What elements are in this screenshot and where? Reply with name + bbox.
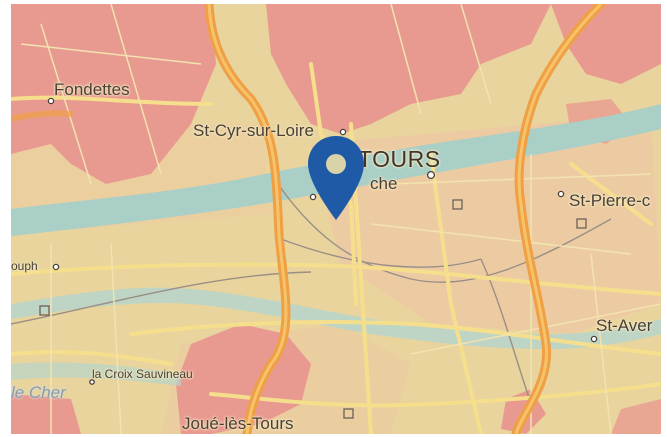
highway-centerlines [207,4,603,434]
place-label-st-pierre: St-Pierre-c [569,191,651,210]
place-label-st-genouph: ouph [11,259,38,273]
map-canvas [11,4,661,434]
place-label-tours: TOURS [358,146,441,172]
place-label-la-croix-sauvineau: la Croix Sauvineau [92,367,193,381]
station-markers [39,199,587,419]
water-label-le-cher: le Cher [11,383,66,402]
place-dots [47,97,598,385]
map-view[interactable]: Fondettes St-Cyr-sur-Loire TOURS che St-… [11,4,661,434]
place-label-joue-les-tours: Joué-lès-Tours [182,414,294,433]
railways [11,173,612,405]
location-pin-icon[interactable] [305,134,367,224]
place-label-fondettes: Fondettes [54,80,130,99]
place-label-la-riche: che [370,174,398,193]
place-label-st-cyr-sur-loire: St-Cyr-sur-Loire [193,121,314,140]
place-label-st-avertin: St-Aver [596,316,653,335]
